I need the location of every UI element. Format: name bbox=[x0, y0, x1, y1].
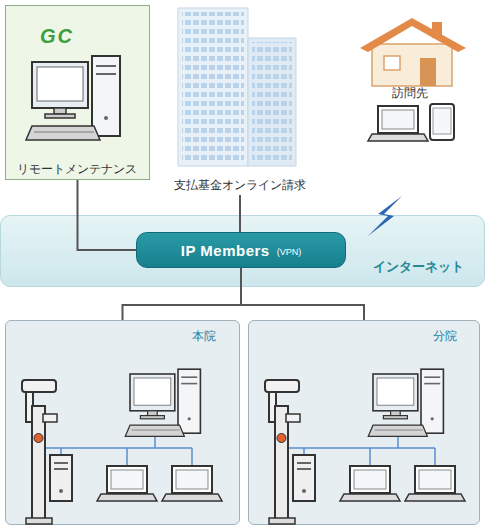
node-text: 分院 bbox=[425, 329, 465, 343]
house bbox=[372, 44, 452, 86]
node-text: 訪問先 bbox=[385, 86, 435, 100]
tablet bbox=[430, 104, 454, 140]
node-text: (VPN) bbox=[277, 247, 302, 257]
node-text: インターネット bbox=[363, 259, 473, 275]
network-line bbox=[241, 268, 364, 320]
internet-band: インターネット IP Members (VPN) bbox=[0, 215, 485, 287]
office-buildings bbox=[252, 42, 292, 162]
network-line bbox=[239, 195, 241, 232]
network-line bbox=[78, 180, 137, 250]
vpn-pill: IP Members (VPN) bbox=[136, 232, 346, 268]
desktop-computer bbox=[26, 56, 120, 140]
visitor-laptop bbox=[368, 106, 428, 141]
branch-clinic-box: 分院 bbox=[248, 320, 480, 525]
network-line bbox=[123, 268, 242, 320]
main-clinic-equipment bbox=[22, 369, 222, 524]
branch-clinic-equipment bbox=[265, 369, 465, 524]
house bbox=[384, 56, 400, 70]
node-text: 本院 bbox=[184, 329, 224, 343]
wireless-bolt bbox=[368, 196, 402, 236]
office-buildings bbox=[182, 12, 244, 162]
logo-text: GC bbox=[40, 24, 74, 48]
house bbox=[360, 18, 466, 86]
main-clinic-box: 本院 bbox=[5, 320, 240, 525]
wireless-bolt bbox=[368, 196, 402, 236]
office-buildings bbox=[178, 8, 248, 166]
visitor-laptop bbox=[368, 106, 428, 141]
tablet bbox=[433, 108, 451, 134]
office-buildings bbox=[248, 38, 296, 166]
house bbox=[360, 18, 466, 52]
house bbox=[432, 22, 442, 38]
office-buildings bbox=[178, 8, 296, 166]
visit-site-node: 訪問先 bbox=[355, 15, 480, 180]
tablet bbox=[430, 104, 454, 140]
node-text: IP Members bbox=[181, 242, 270, 259]
main-clinic-equipment bbox=[22, 369, 222, 524]
node-text: リモートメンテナンス bbox=[6, 162, 148, 176]
payment-fund-node: 支払基金オンライン請求 bbox=[160, 5, 320, 195]
node-text: 支払基金オンライン請求 bbox=[160, 178, 320, 192]
branch-clinic-equipment bbox=[265, 369, 465, 524]
house bbox=[420, 58, 436, 86]
maintenance-box: リモートメンテナンス bbox=[5, 5, 150, 180]
desktop-computer bbox=[26, 56, 120, 140]
